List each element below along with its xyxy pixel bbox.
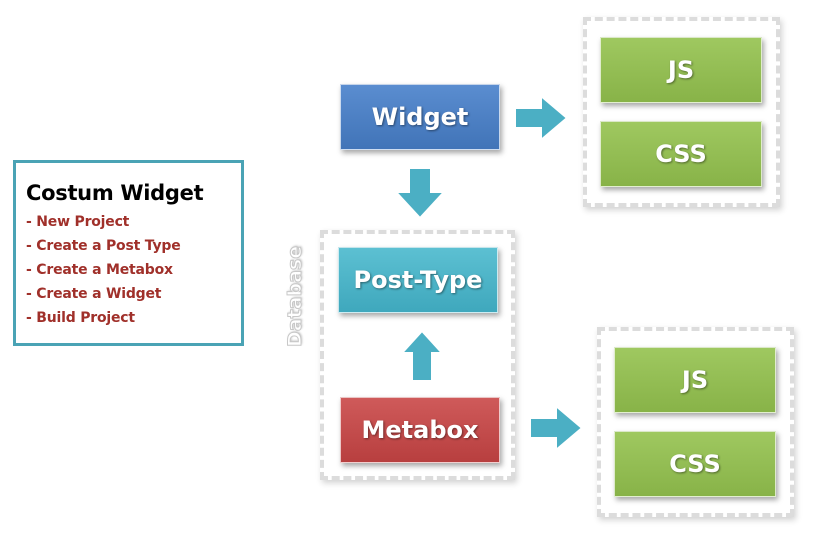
metabox-box: Metabox	[340, 397, 500, 463]
database-label: Database	[284, 245, 307, 347]
arrow-right-icon	[529, 403, 584, 453]
css-box-bottom: CSS	[614, 431, 776, 497]
js-box-bottom: JS	[614, 347, 776, 413]
list-item: - Create a Post Type	[26, 238, 181, 254]
list-item: - Build Project	[26, 310, 135, 326]
widget-box: Widget	[340, 84, 500, 150]
top-assets-container	[583, 17, 780, 207]
info-list: - New Project - Create a Post Type - Cre…	[26, 210, 231, 330]
arrow-down-icon	[393, 167, 447, 220]
list-item: - Create a Metabox	[26, 262, 173, 278]
list-item: - New Project	[26, 214, 130, 230]
js-box-top: JS	[600, 37, 762, 103]
info-title: Costum Widget	[26, 181, 204, 205]
info-box: Costum Widget - New Project - Create a P…	[13, 160, 244, 346]
list-item: - Create a Widget	[26, 286, 162, 302]
css-box-top: CSS	[600, 121, 762, 187]
bottom-assets-container	[597, 327, 794, 517]
arrow-right-icon	[514, 93, 569, 143]
post-type-box: Post-Type	[338, 247, 498, 313]
arrow-up-icon	[399, 329, 445, 382]
database-container	[320, 230, 515, 480]
